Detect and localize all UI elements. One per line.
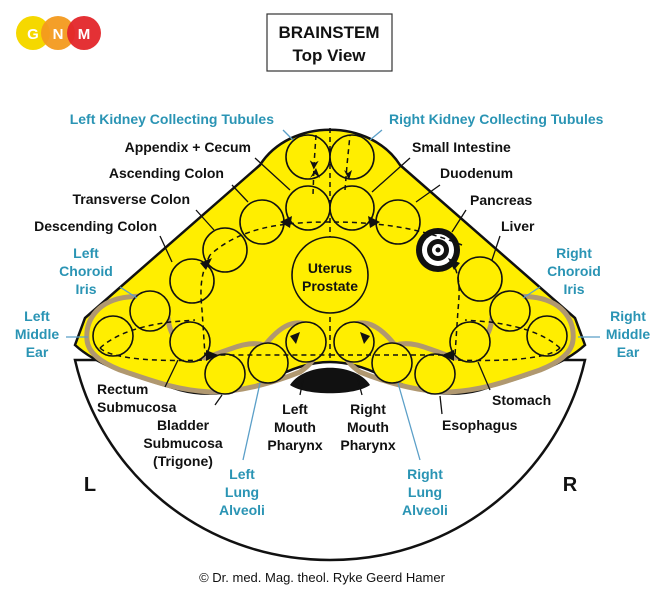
label-duodenum: Duodenum [440, 165, 513, 181]
label-right-mouth-2: Mouth [347, 419, 389, 435]
logo-letter-n: N [53, 26, 64, 43]
label-left-kidney: Left Kidney Collecting Tubules [70, 111, 275, 127]
brainstem-bowl [73, 358, 587, 562]
label-left-ear-2: Middle [15, 326, 60, 342]
label-stomach: Stomach [492, 392, 551, 408]
label-right-mouth-3: Pharynx [340, 437, 395, 453]
gnm-logo: G N M [16, 16, 101, 50]
circle-right-kidney [329, 134, 375, 180]
label-small-intestine: Small Intestine [412, 139, 511, 155]
label-right-choroid-3: Iris [563, 281, 584, 297]
label-descending-colon: Descending Colon [34, 218, 157, 234]
circle-uterus-prostate [291, 236, 369, 314]
title-line-2: Top View [292, 46, 366, 65]
label-right-choroid-2: Choroid [547, 263, 601, 279]
circle-stomach [449, 321, 491, 363]
label-transverse-colon: Transverse Colon [73, 191, 191, 207]
leader-lines [159, 157, 501, 415]
copyright: © Dr. med. Mag. theol. Ryke Geerd Hamer [199, 570, 446, 585]
circle-bladder [204, 353, 246, 395]
label-left-ear-1: Left [24, 308, 50, 324]
logo-letter-g: G [27, 26, 39, 43]
label-uterus: Uterus [308, 260, 353, 276]
label-right-lung-2: Lung [408, 484, 442, 500]
circle-liver [457, 256, 503, 302]
leader-lines-blue [66, 129, 600, 461]
label-right-kidney: Right Kidney Collecting Tubules [389, 111, 604, 127]
circle-duodenum [375, 199, 421, 245]
label-esophagus: Esophagus [442, 417, 518, 433]
circle-ascending-colon [239, 199, 285, 245]
circle-left-choroid [129, 290, 171, 332]
label-right-choroid-1: Right [556, 245, 592, 261]
circle-left-kidney [285, 134, 331, 180]
label-bladder-1: Bladder [157, 417, 210, 433]
label-left-lung-3: Alveoli [219, 502, 265, 518]
label-left-mouth-1: Left [282, 401, 308, 417]
circle-right-choroid [489, 290, 531, 332]
title-box: BRAINSTEM Top View [266, 13, 393, 72]
label-left-mouth-2: Mouth [274, 419, 316, 435]
circle-rectum [169, 321, 211, 363]
label-left-ear-3: Ear [26, 344, 49, 360]
circle-right-mouth [333, 321, 375, 363]
circle-left-lung [247, 342, 289, 384]
title-line-1: BRAINSTEM [278, 23, 379, 42]
logo-letter-m: M [78, 26, 91, 43]
mouth-pharynx-region [290, 367, 370, 394]
label-liver: Liver [501, 218, 535, 234]
label-left-choroid-1: Left [73, 245, 99, 261]
label-rectum-2: Submucosa [97, 399, 177, 415]
label-prostate: Prostate [302, 278, 358, 294]
label-right-ear-1: Right [610, 308, 646, 324]
logo-circle-m [67, 16, 101, 50]
circle-small-intestine [329, 185, 375, 231]
label-left-lung-1: Left [229, 466, 255, 482]
development-path [99, 134, 561, 362]
label-right-lung-1: Right [407, 466, 443, 482]
pancreas-target-icon [416, 228, 460, 272]
circle-esophagus [414, 353, 456, 395]
label-appendix-cecum: Appendix + Cecum [125, 139, 251, 155]
circle-transverse-colon [202, 227, 248, 273]
circle-left-mouth [285, 321, 327, 363]
label-rectum-1: Rectum [97, 381, 148, 397]
label-bladder-3: (Trigone) [153, 453, 213, 469]
side-right-marker: R [563, 474, 578, 496]
label-right-lung-3: Alveoli [402, 502, 448, 518]
logo-circle-g [16, 16, 50, 50]
organ-circles [92, 134, 568, 395]
side-left-marker: L [84, 474, 96, 496]
label-right-ear-2: Middle [606, 326, 651, 342]
label-pancreas: Pancreas [470, 192, 532, 208]
label-left-mouth-3: Pharynx [267, 437, 322, 453]
label-bladder-2: Submucosa [143, 435, 223, 451]
label-ascending-colon: Ascending Colon [109, 165, 224, 181]
circle-right-lung [371, 342, 413, 384]
circle-left-ear [92, 315, 134, 357]
label-left-choroid-3: Iris [75, 281, 96, 297]
label-left-choroid-2: Choroid [59, 263, 113, 279]
label-right-mouth-1: Right [350, 401, 386, 417]
label-left-lung-2: Lung [225, 484, 259, 500]
logo-circle-n [41, 16, 75, 50]
label-right-ear-3: Ear [617, 344, 640, 360]
circle-descending-colon [169, 258, 215, 304]
circle-right-ear [526, 315, 568, 357]
